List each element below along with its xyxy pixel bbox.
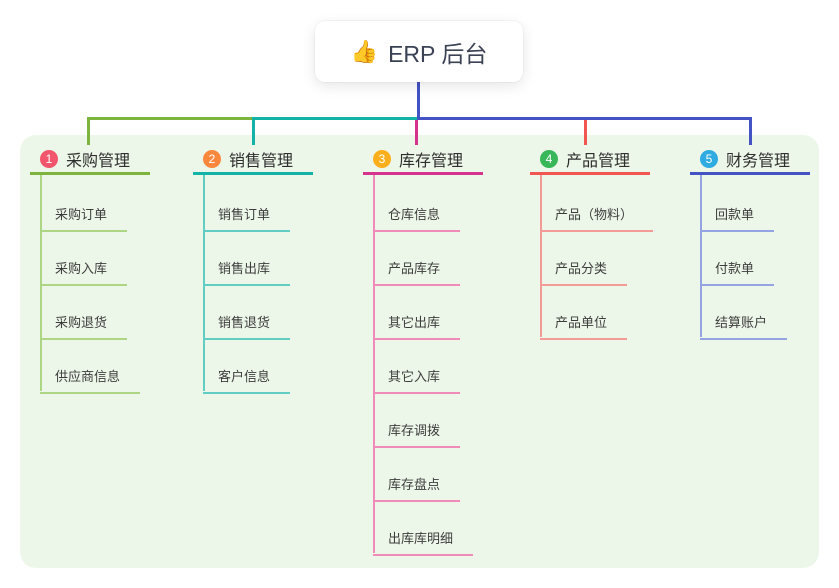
connector-drop-purchase: [87, 117, 90, 145]
branch-title-product[interactable]: 4 产品管理: [530, 146, 650, 175]
node-stock-take[interactable]: 库存盘点: [373, 476, 461, 502]
node-product-category[interactable]: 产品分类: [540, 260, 628, 286]
branch-product: 4 产品管理 产品（物料） 产品分类 产品单位: [530, 146, 680, 340]
node-purchase-order[interactable]: 采购订单: [40, 206, 128, 232]
branch-spine: [700, 175, 702, 337]
branch-inventory: 3 库存管理 仓库信息 产品库存 其它出库 其它入库 库存调拨 库存盘点 出库库…: [363, 146, 513, 556]
branch-title-label: 产品管理: [566, 153, 631, 170]
branch-title-label: 库存管理: [399, 153, 464, 170]
branch-spine: [373, 175, 375, 553]
connector-segment-sales: [252, 117, 420, 120]
connector-drop-sales: [252, 117, 255, 145]
branch-number-badge: 2: [203, 150, 221, 168]
node-purchase-inbound[interactable]: 采购入库: [40, 260, 128, 286]
root-node[interactable]: 👍 ERP 后台: [315, 21, 523, 82]
node-customer-info[interactable]: 客户信息: [203, 368, 291, 394]
branch-title-label: 采购管理: [66, 153, 131, 170]
root-trunk-connector: [417, 82, 420, 120]
node-stock-transfer[interactable]: 库存调拨: [373, 422, 461, 448]
branch-spine: [540, 175, 542, 337]
branch-purchase: 1 采购管理 采购订单 采购入库 采购退货 供应商信息: [30, 146, 180, 394]
branch-title-purchase[interactable]: 1 采购管理: [30, 146, 150, 175]
connector-drop-finance: [749, 117, 752, 145]
root-node-label: ERP 后台: [388, 40, 488, 67]
branch-title-finance[interactable]: 5 财务管理: [690, 146, 810, 175]
branch-title-sales[interactable]: 2 销售管理: [193, 146, 313, 175]
branches-background-panel: [20, 135, 819, 568]
node-purchase-return[interactable]: 采购退货: [40, 314, 128, 340]
branch-number-badge: 5: [700, 150, 718, 168]
connector-segment-purchase: [87, 117, 255, 120]
branch-sales: 2 销售管理 销售订单 销售出库 销售退货 客户信息: [193, 146, 343, 394]
branch-title-label: 销售管理: [229, 153, 294, 170]
branch-spine: [40, 175, 42, 391]
node-other-outbound[interactable]: 其它出库: [373, 314, 461, 340]
node-receipt-voucher[interactable]: 回款单: [700, 206, 775, 232]
node-supplier-info[interactable]: 供应商信息: [40, 368, 141, 394]
node-product-unit[interactable]: 产品单位: [540, 314, 628, 340]
node-other-inbound[interactable]: 其它入库: [373, 368, 461, 394]
branch-finance: 5 财务管理 回款单 付款单 结算账户: [690, 146, 839, 340]
connector-drop-product: [584, 120, 587, 145]
branch-title-label: 财务管理: [726, 153, 791, 170]
branch-number-badge: 1: [40, 150, 58, 168]
node-settlement-account[interactable]: 结算账户: [700, 314, 788, 340]
node-warehouse-info[interactable]: 仓库信息: [373, 206, 461, 232]
connector-drop-inventory: [415, 120, 418, 145]
branch-spine: [203, 175, 205, 391]
branch-number-badge: 3: [373, 150, 391, 168]
connector-segment-finance: [417, 117, 752, 120]
node-payment-voucher[interactable]: 付款单: [700, 260, 775, 286]
node-product-stock[interactable]: 产品库存: [373, 260, 461, 286]
branch-number-badge: 4: [540, 150, 558, 168]
node-sales-order[interactable]: 销售订单: [203, 206, 291, 232]
node-sales-return[interactable]: 销售退货: [203, 314, 291, 340]
node-sales-outbound[interactable]: 销售出库: [203, 260, 291, 286]
thumbs-up-icon: 👍: [350, 38, 379, 64]
branch-title-inventory[interactable]: 3 库存管理: [363, 146, 483, 175]
node-product-material[interactable]: 产品（物料）: [540, 206, 654, 232]
node-outbound-detail[interactable]: 出库库明细: [373, 530, 474, 556]
